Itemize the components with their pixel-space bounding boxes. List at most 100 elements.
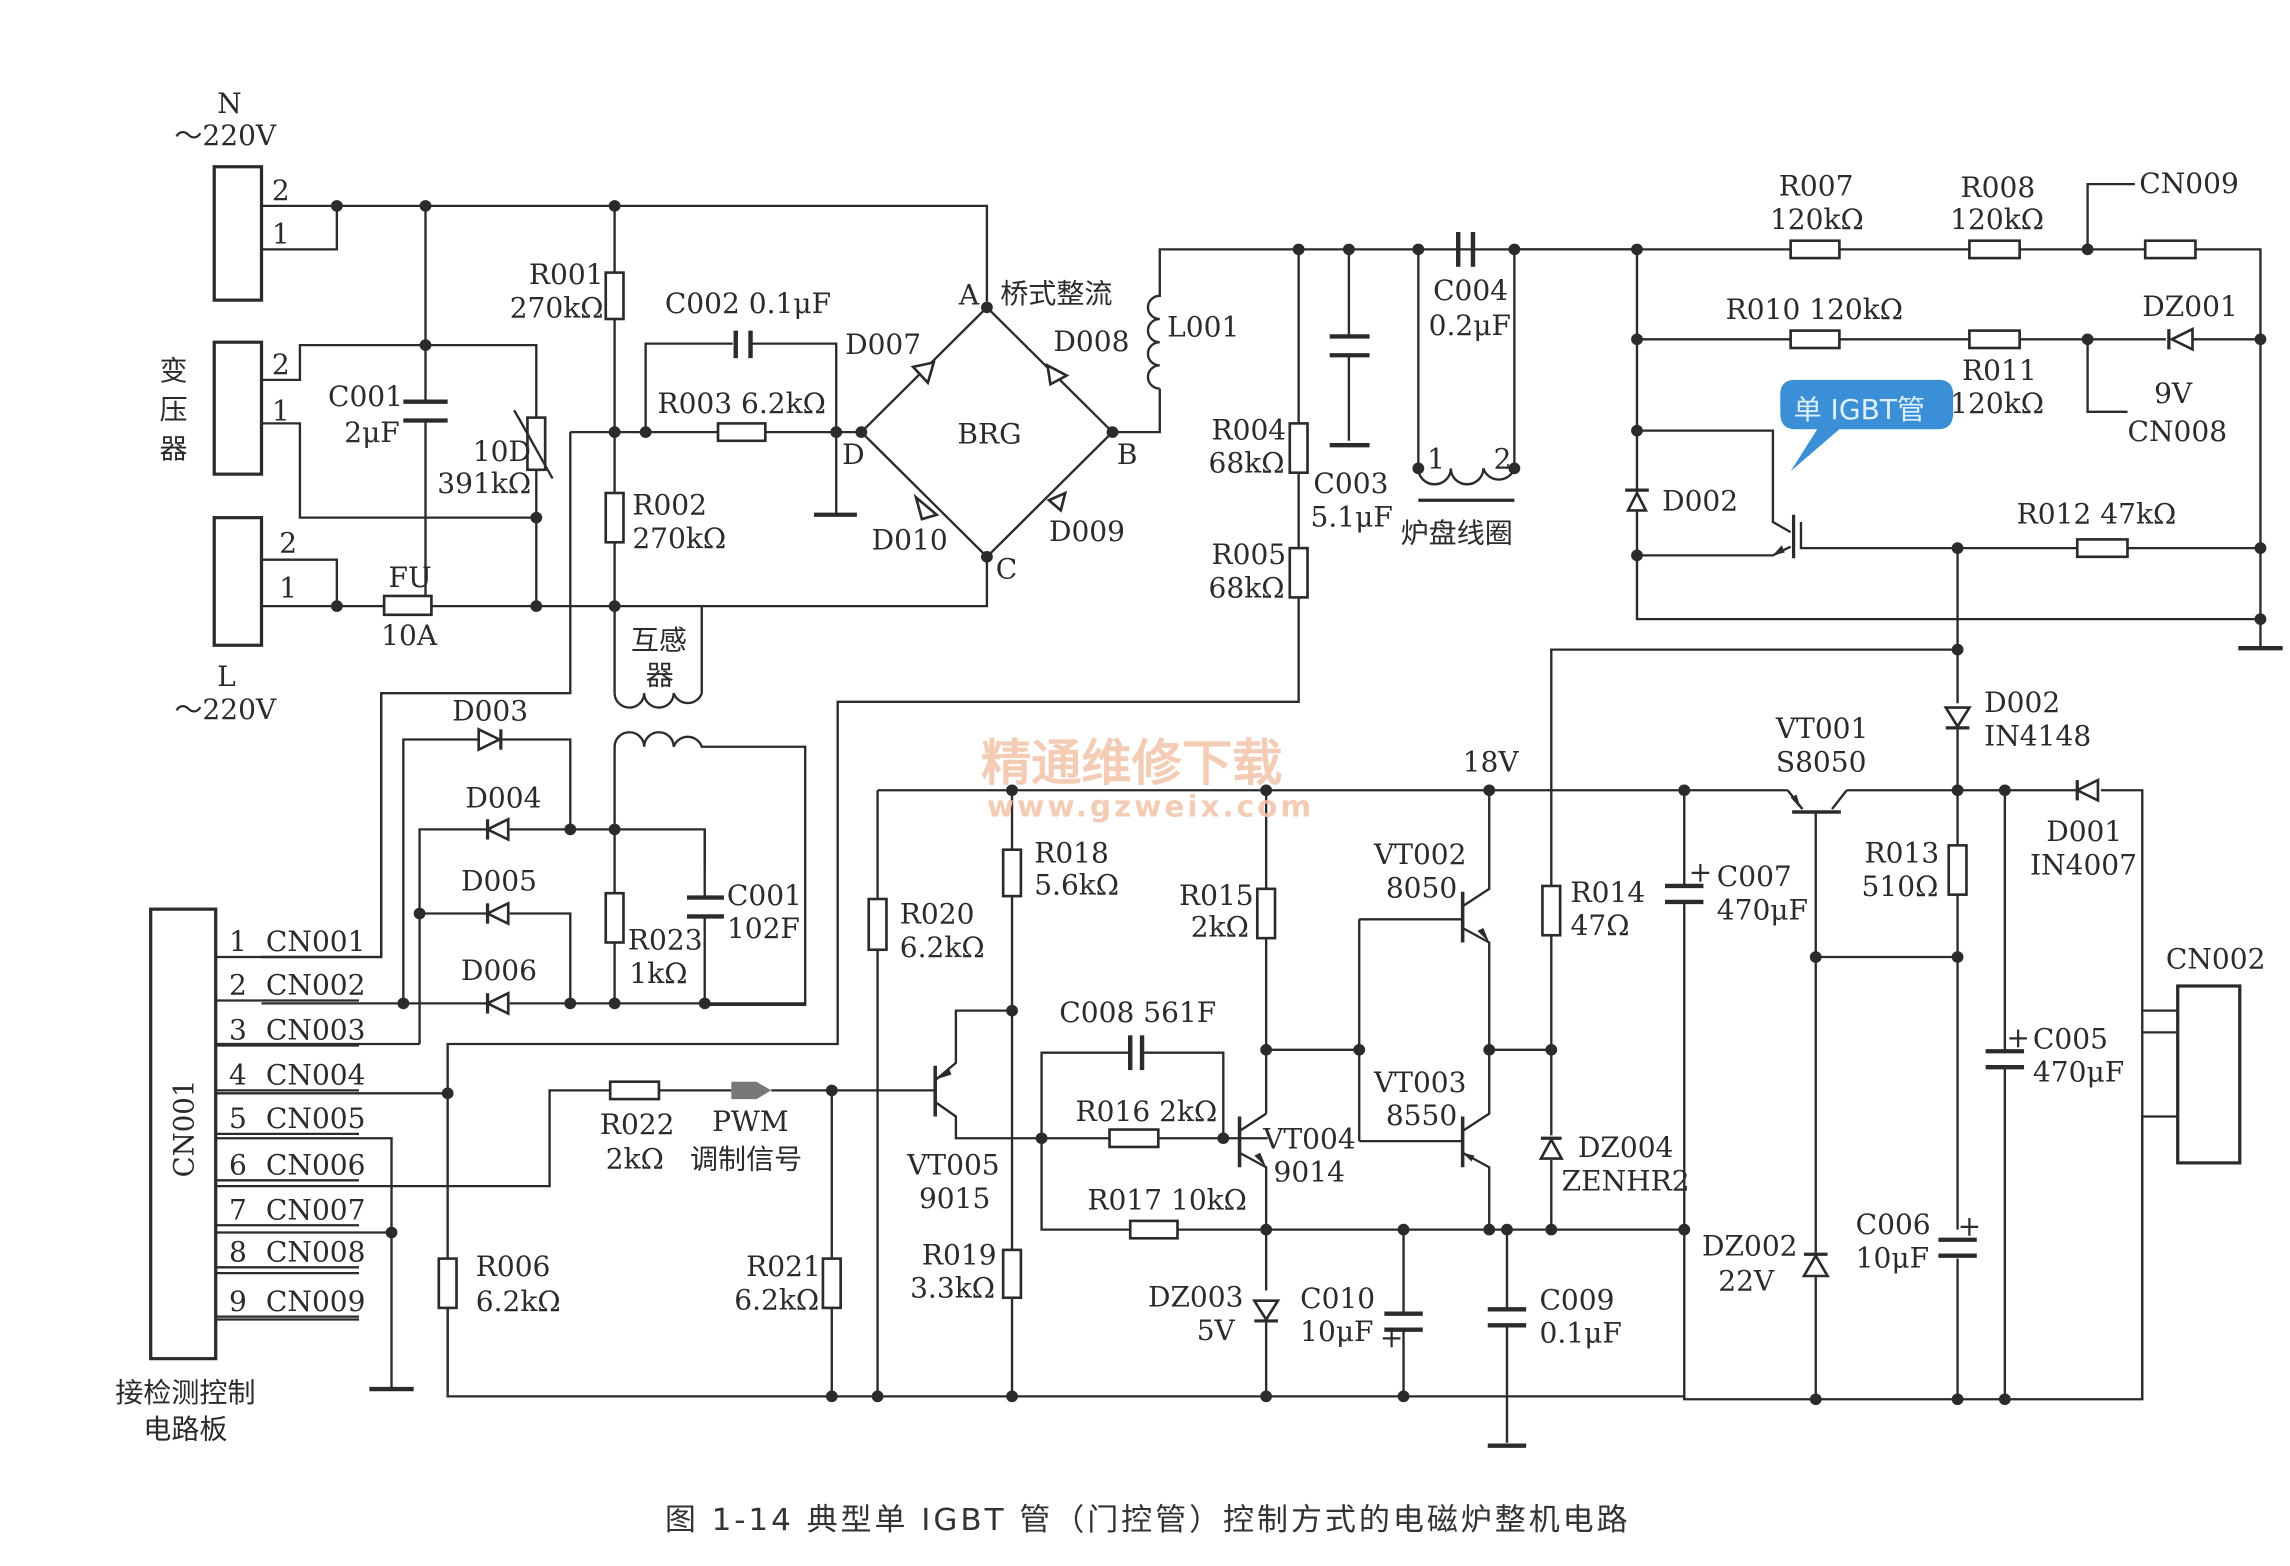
R019 [1001, 1248, 1023, 1300]
cn001-pin-number: 5 [229, 1102, 247, 1135]
svg-text:8050: 8050 [1386, 872, 1457, 905]
cn001-pin-name: CN009 [266, 1285, 366, 1318]
current-transformer: 互感 器 [613, 606, 807, 1007]
R017 [1128, 1219, 1179, 1240]
svg-text:～220V: ～220V [174, 693, 277, 726]
svg-text:VT001: VT001 [1775, 712, 1869, 745]
svg-text:C006: C006 [1856, 1208, 1931, 1241]
cn001-pin-number: 1 [229, 925, 247, 958]
svg-text:炉盘线圈: 炉盘线圈 [1401, 517, 1513, 550]
svg-text:102F: 102F [727, 912, 800, 945]
cn001-pin-name: CN008 [266, 1236, 366, 1269]
svg-text:C: C [996, 553, 1017, 586]
svg-text:R005: R005 [1211, 538, 1286, 571]
svg-text:VT005: VT005 [906, 1149, 1000, 1182]
svg-text:D006: D006 [461, 954, 537, 987]
R001 [604, 271, 625, 321]
svg-text:5V: 5V [1197, 1314, 1236, 1347]
svg-text:FU: FU [389, 561, 432, 594]
svg-text:C005: C005 [2033, 1023, 2108, 1056]
svg-text:1: 1 [272, 395, 290, 428]
svg-text:R012 47kΩ: R012 47kΩ [2017, 498, 2177, 531]
svg-text:120kΩ: 120kΩ [1950, 203, 2044, 236]
cn001-pin-name: CN007 [266, 1194, 366, 1227]
svg-text:R023: R023 [628, 924, 703, 957]
svg-text:2kΩ: 2kΩ [606, 1143, 664, 1176]
svg-text:D002: D002 [1662, 485, 1738, 518]
svg-text:9015: 9015 [919, 1182, 990, 1215]
cn002-connector: CN002 [2142, 943, 2266, 1165]
varistor: 10D 391kΩ [437, 409, 554, 607]
svg-text:电路板: 电路板 [143, 1413, 227, 1446]
svg-text:R008: R008 [1961, 171, 2036, 204]
svg-text:0.1μF: 0.1μF [1539, 1317, 1621, 1350]
svg-text:精通维修下载: 精通维修下载 [981, 735, 1282, 792]
svg-text:CN008: CN008 [2127, 415, 2227, 448]
svg-text:R004: R004 [1211, 414, 1286, 447]
svg-text:120kΩ: 120kΩ [1950, 387, 2044, 420]
cn001-pin-number: 7 [229, 1194, 247, 1227]
R004 [1288, 422, 1309, 475]
svg-text:D007: D007 [845, 328, 921, 361]
svg-text:9014: 9014 [1274, 1156, 1345, 1189]
svg-text:5.1μF: 5.1μF [1310, 501, 1392, 534]
R010 [1789, 329, 1841, 350]
svg-text:0.2μF: 0.2μF [1429, 309, 1511, 342]
svg-text:10A: 10A [381, 619, 438, 652]
svg-text:D005: D005 [461, 865, 537, 898]
svg-text:22V: 22V [1718, 1265, 1775, 1298]
svg-text:+: + [2006, 1021, 2030, 1054]
svg-text:+: + [1958, 1210, 1982, 1243]
svg-text:391kΩ: 391kΩ [437, 467, 531, 500]
svg-text:1: 1 [1427, 443, 1445, 476]
svg-text:～220V: ～220V [174, 119, 277, 152]
R003 [716, 422, 767, 443]
svg-text:120kΩ: 120kΩ [1770, 203, 1864, 236]
svg-text:R022: R022 [600, 1108, 675, 1141]
R011 [1968, 329, 2021, 350]
svg-text:470μF: 470μF [2033, 1056, 2124, 1089]
svg-text:R006: R006 [476, 1250, 551, 1283]
R008 [1968, 239, 2021, 260]
figure-caption: 图 1-14 典型单 IGBT 管（门控管）控制方式的电磁炉整机电路 [665, 1502, 1631, 1538]
svg-text:R019: R019 [922, 1239, 997, 1272]
svg-text:47Ω: 47Ω [1570, 909, 1629, 942]
VT004-transistor [1237, 1112, 1268, 1291]
svg-text:9V: 9V [2154, 377, 2193, 410]
svg-text:BRG: BRG [957, 418, 1021, 451]
svg-text:R003 6.2kΩ: R003 6.2kΩ [657, 387, 825, 420]
svg-text:CN009: CN009 [2139, 167, 2239, 200]
R002 [604, 491, 625, 544]
svg-text:C007: C007 [1717, 860, 1792, 893]
cn001-pin-number: 3 [229, 1014, 247, 1047]
igbt-callout: 单 IGBT管 [1780, 379, 1954, 472]
svg-text:R021: R021 [746, 1250, 821, 1283]
svg-text:R013: R013 [1865, 837, 1940, 870]
svg-text:调制信号: 调制信号 [690, 1143, 802, 1176]
svg-text:6.2kΩ: 6.2kΩ [734, 1284, 819, 1317]
svg-text:R007: R007 [1779, 170, 1854, 203]
svg-text:R015: R015 [1179, 879, 1254, 912]
R013 [1947, 844, 1968, 896]
svg-text:CN001: CN001 [167, 1080, 200, 1178]
cn001-pin-name: CN006 [266, 1149, 366, 1182]
R021 [821, 1257, 842, 1310]
svg-text:接检测控制: 接检测控制 [115, 1376, 255, 1409]
svg-text:R010 120kΩ: R010 120kΩ [1726, 293, 1903, 326]
svg-text:VT004: VT004 [1262, 1123, 1356, 1156]
svg-text:桥式整流: 桥式整流 [1000, 277, 1112, 310]
svg-text:1: 1 [279, 572, 297, 605]
R022 [608, 1080, 661, 1101]
svg-text:R014: R014 [1570, 876, 1645, 909]
cn001-pin-name: CN005 [266, 1102, 366, 1135]
svg-text:DZ003: DZ003 [1148, 1281, 1244, 1314]
svg-text:D003: D003 [452, 695, 528, 728]
VT001-transistor [1786, 789, 1848, 957]
svg-text:CN002: CN002 [2166, 943, 2266, 976]
svg-text:器: 器 [160, 432, 188, 465]
svg-text:VT002: VT002 [1373, 838, 1467, 871]
svg-text:A: A [958, 279, 980, 312]
svg-text:VT003: VT003 [1373, 1066, 1467, 1099]
n-connector: N ～220V 2 1 [174, 87, 290, 302]
